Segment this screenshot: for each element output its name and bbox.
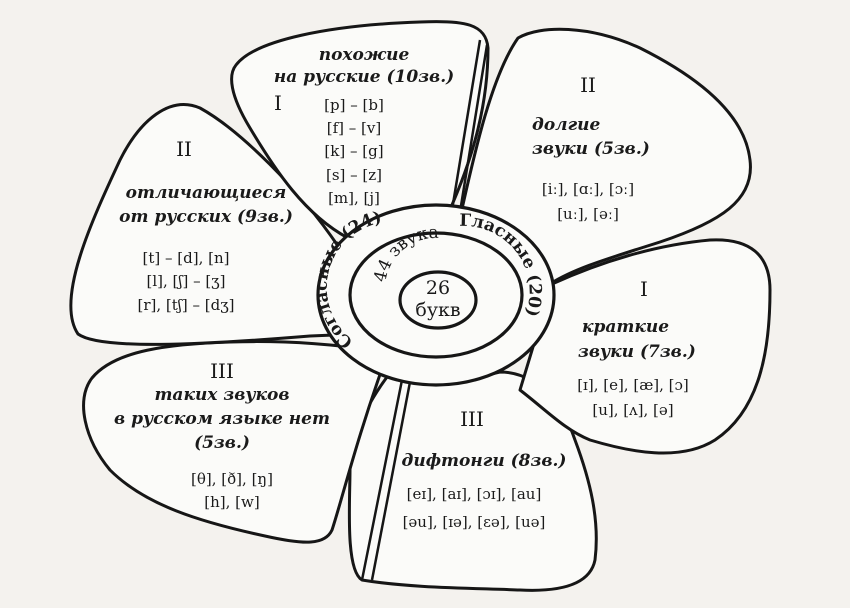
divider-line [450, 39, 482, 211]
upper-left-sound-2: [l], [ʃ] – [ʒ] [146, 272, 225, 290]
bottom-title: дифтонги (8зв.) [402, 451, 567, 471]
top-sound-2: [f] – [v] [327, 119, 381, 137]
lower-left-sound-1: [θ], [ð], [ŋ] [191, 470, 273, 488]
top-sound-3: [k] – [g] [324, 142, 383, 160]
lower-left-title-line-2: в русском языке нет [114, 409, 330, 429]
top-sound-1: [p] – [b] [324, 96, 384, 114]
petal-bottom [347, 356, 598, 592]
divider-line [458, 44, 489, 213]
lower-right-numeral: I [640, 277, 648, 301]
bottom-sound-1: [eɪ], [aɪ], [ɔɪ], [au] [407, 485, 542, 503]
upper-right-sound-2: [uː], [əː] [557, 205, 619, 223]
lower-right-sound-1: [ɪ], [e], [æ], [ɔ] [577, 376, 689, 394]
petal-upper-right [458, 27, 752, 286]
upper-left-sound-1: [t] – [d], [n] [143, 249, 230, 267]
bottom-numeral: III [460, 407, 484, 431]
top-sound-5: [m], [j] [328, 189, 380, 207]
top-title-line-2: на русские (10зв.) [274, 67, 454, 87]
lower-left-title-line-1: таких звуков [154, 385, 289, 405]
upper-right-title-line-1: долгие [532, 115, 601, 135]
letters-word: букв [415, 299, 460, 321]
divider-line [370, 381, 412, 581]
petal-top [230, 20, 490, 240]
lower-right-title-line-2: звуки (7зв.) [578, 342, 696, 362]
lower-right-title-line-1: краткие [582, 317, 669, 337]
lower-left-sound-2: [h], [w] [204, 493, 259, 511]
upper-left-title-line-1: отличающиеся [126, 183, 287, 203]
petal-lower-right [518, 238, 772, 455]
upper-left-title-line-2: от русских (9зв.) [119, 207, 293, 227]
petal-upper-left [69, 103, 340, 346]
bottom-sound-2: [əu], [ɪə], [ɛə], [uə] [403, 513, 546, 531]
lower-right-sound-2: [u], [ʌ], [ə] [592, 401, 673, 419]
lower-left-title-line-3: (5зв.) [194, 433, 250, 453]
upper-right-sound-1: [iː], [ɑː], [ɔː] [542, 180, 634, 198]
upper-left-numeral: II [176, 137, 192, 161]
divider-line [360, 379, 404, 581]
upper-right-title-line-2: звуки (5зв.) [532, 139, 650, 159]
top-sound-4: [s] – [z] [326, 166, 382, 184]
upper-left-sound-3: [r], [tʃ] – [dʒ] [137, 296, 234, 314]
inner-ring [398, 270, 478, 330]
top-numeral: I [274, 91, 282, 115]
upper-right-numeral: II [580, 73, 596, 97]
lower-left-numeral: III [210, 359, 234, 383]
top-title-line-1: похожие [319, 45, 410, 65]
letters-count: 26 [426, 277, 450, 299]
